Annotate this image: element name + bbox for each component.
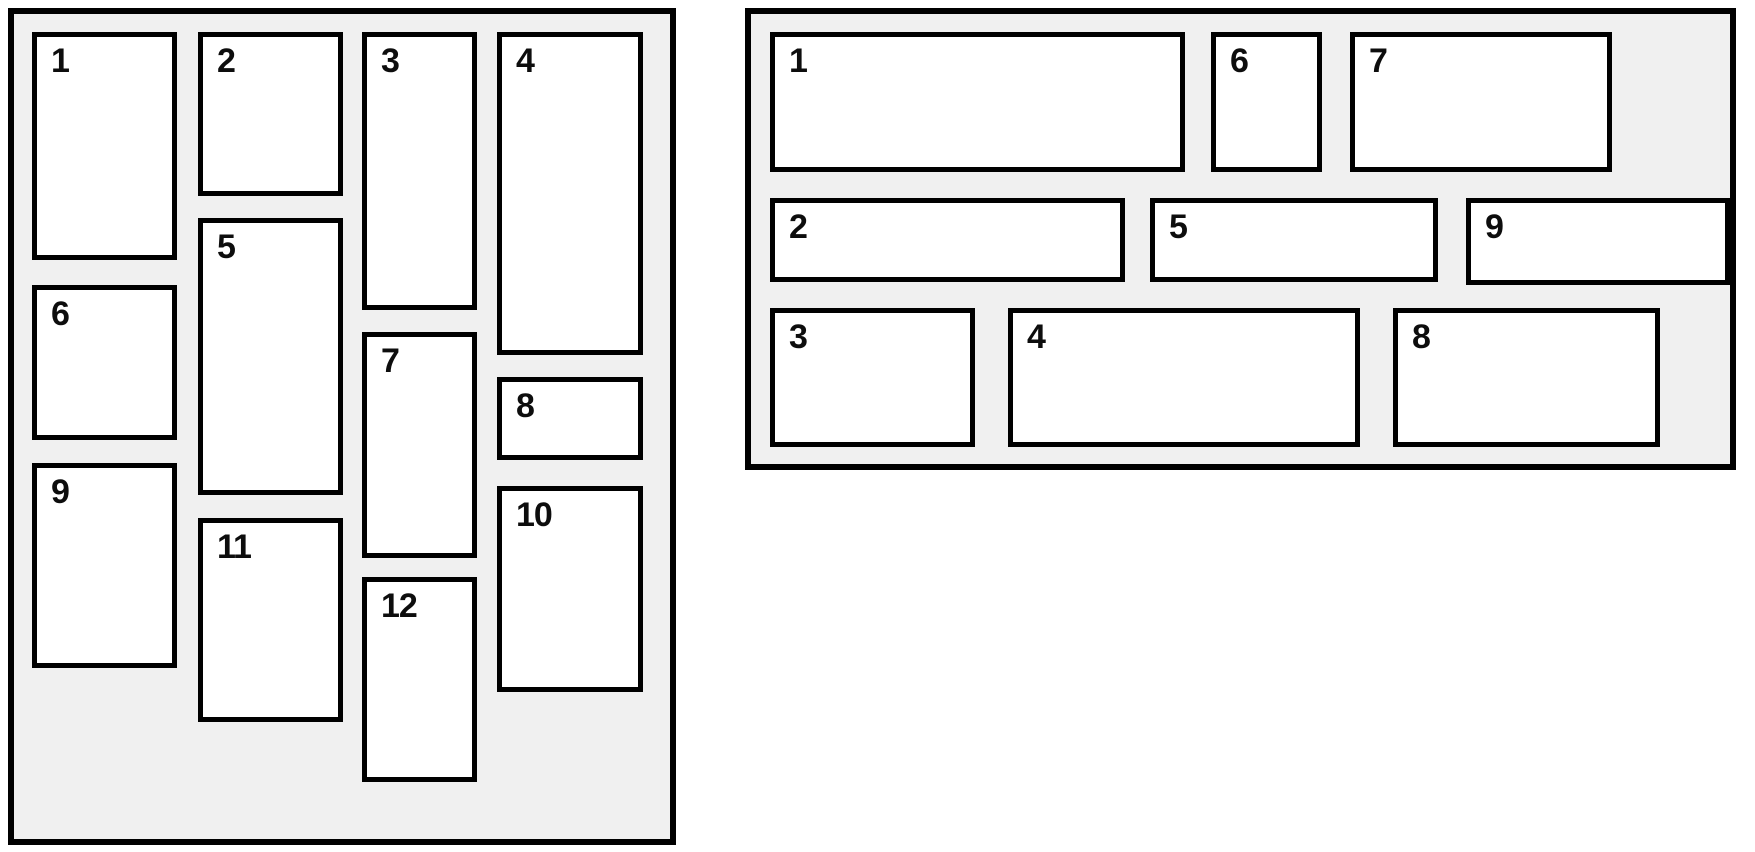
box-label: 1 (51, 42, 70, 80)
box-label: 6 (51, 295, 70, 333)
layout-box: 10 (497, 486, 643, 692)
box-label: 9 (1485, 208, 1504, 246)
box-label: 6 (1230, 42, 1249, 80)
box-label: 2 (789, 208, 808, 246)
layout-box: 2 (770, 198, 1125, 282)
box-label: 2 (217, 42, 236, 80)
layout-box: 3 (362, 32, 477, 310)
layout-box: 6 (32, 285, 177, 440)
box-label: 11 (217, 528, 252, 566)
layout-box: 6 (1211, 32, 1322, 172)
box-label: 5 (217, 228, 236, 266)
box-label: 7 (1369, 42, 1388, 80)
layout-box: 11 (198, 518, 343, 722)
box-label: 9 (51, 473, 70, 511)
layout-box: 5 (1150, 198, 1438, 282)
box-label: 12 (381, 587, 418, 625)
box-label: 1 (789, 42, 808, 80)
box-label: 4 (516, 42, 535, 80)
box-label: 4 (1027, 318, 1046, 356)
layout-box: 5 (198, 218, 343, 495)
layout-box: 3 (770, 308, 975, 447)
box-label: 10 (516, 496, 553, 534)
layout-box: 1 (770, 32, 1185, 172)
layout-box: 9 (1466, 198, 1730, 285)
layout-box: 4 (1008, 308, 1360, 447)
layout-box: 12 (362, 577, 477, 782)
box-label: 8 (516, 387, 535, 425)
layout-box: 8 (1393, 308, 1660, 447)
layout-box: 7 (1350, 32, 1612, 172)
box-label: 5 (1169, 208, 1188, 246)
box-label: 3 (381, 42, 400, 80)
box-label: 8 (1412, 318, 1431, 356)
layout-box: 7 (362, 332, 477, 558)
layout-box: 2 (198, 32, 343, 196)
box-label: 7 (381, 342, 400, 380)
layout-box: 9 (32, 463, 177, 668)
box-label: 3 (789, 318, 808, 356)
layout-box: 4 (497, 32, 643, 355)
layout-box: 8 (497, 377, 643, 460)
layout-box: 1 (32, 32, 177, 260)
